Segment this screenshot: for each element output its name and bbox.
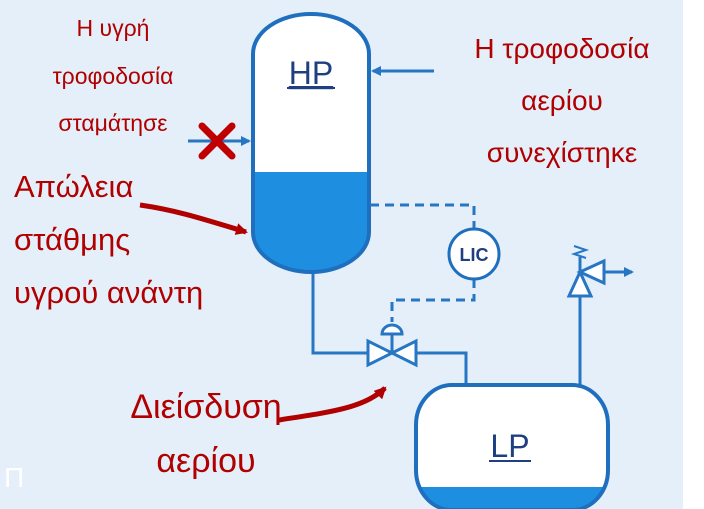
liquid-feed-text-3: σταμάτησε	[58, 110, 167, 136]
control-valve-icon	[366, 323, 418, 368]
level-loss-text-2: στάθμης	[14, 222, 130, 257]
level-loss-text-3: υγρού ανάντη	[14, 275, 203, 310]
gas-feed-text-2: αερίου	[521, 85, 603, 116]
liquid-feed-text-1: Η υγρή	[77, 15, 150, 41]
gas-feed-text-3: συνεχίστηκε	[487, 137, 637, 168]
gas-feed-text-1: Η τροφοδοσία	[474, 33, 649, 64]
lic-controller	[447, 227, 501, 281]
blowby-text-2: αερίου	[156, 442, 255, 480]
x-mark-icon	[198, 122, 236, 160]
valve-to-lp-line	[416, 351, 468, 384]
lp-vessel	[414, 383, 610, 509]
lic-label: LIC	[460, 245, 489, 265]
level-signal-line	[370, 203, 476, 229]
level-loss-arrow	[139, 202, 248, 235]
lp-liquid-level	[416, 487, 608, 509]
controller-output-line	[390, 279, 476, 322]
lp-label: LP	[490, 428, 529, 464]
hp-label: HP	[289, 55, 333, 91]
corner-glyph: Π	[4, 462, 24, 493]
blowby-arrow	[278, 386, 387, 423]
relief-valve-icon	[566, 245, 634, 298]
hp-vessel	[251, 12, 371, 274]
liquid-feed-text-2: τροφοδοσία	[53, 63, 174, 89]
hp-liquid-outlet-line	[311, 268, 368, 355]
hp-liquid-level	[253, 172, 369, 272]
blowby-text-1: Διείσδυση	[130, 388, 281, 426]
level-loss-text-1: Απώλεια	[14, 169, 133, 204]
